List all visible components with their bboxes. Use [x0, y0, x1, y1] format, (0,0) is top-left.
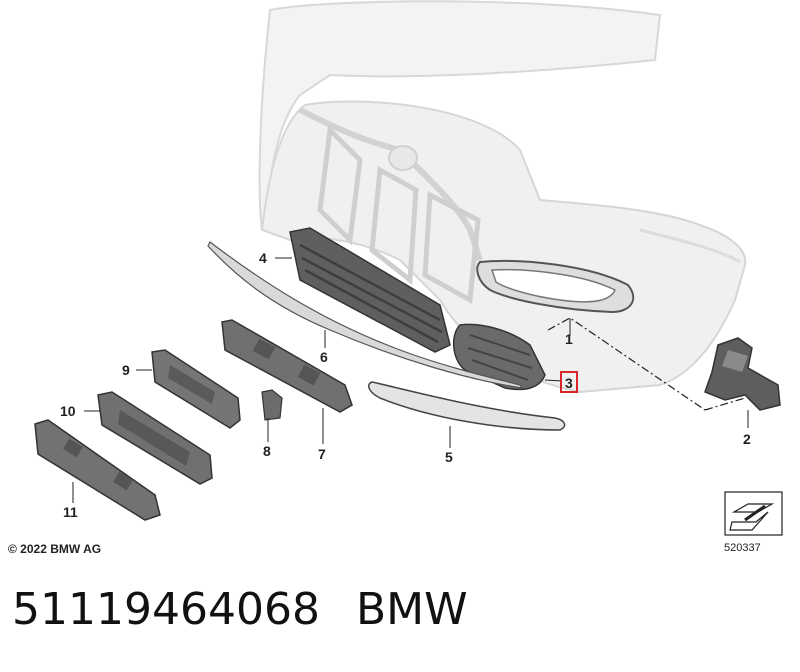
part-number: 51119464068 [12, 584, 320, 635]
copyright-notice: © 2022 BMW AG [8, 542, 102, 556]
part-11-lower-plate [34, 419, 161, 521]
callout-1[interactable]: 1 [565, 331, 573, 347]
part-4-center-grille [289, 227, 451, 353]
parts-diagram: 1 2 3 4 5 6 7 8 9 10 11 [34, 0, 783, 536]
callout-6[interactable]: 6 [320, 349, 328, 365]
assembly-link-line-2 [704, 397, 746, 411]
part-1-fog-light-trim [476, 259, 635, 314]
callout-7[interactable]: 7 [318, 446, 326, 462]
callout-9[interactable]: 9 [122, 362, 130, 378]
part-9-mount [151, 349, 241, 429]
part-6-trim-strip [207, 241, 524, 389]
part-10-mount [97, 391, 213, 485]
callout-3[interactable]: 3 [565, 375, 573, 391]
callout-3-highlight-box [560, 371, 578, 393]
part-5-chrome-trim [367, 381, 566, 431]
view-direction-icon [724, 491, 783, 536]
callout-5[interactable]: 5 [445, 449, 453, 465]
part-8-clip [261, 389, 283, 421]
callout-10[interactable]: 10 [60, 403, 76, 419]
assembly-link-line [547, 317, 706, 411]
front-bumper-outline [258, 0, 747, 394]
part-3-grille-insert [453, 323, 546, 391]
part-7-air-duct [221, 319, 353, 413]
callout-8[interactable]: 8 [263, 443, 271, 459]
brand-name: BMW [356, 584, 468, 635]
callout-11[interactable]: 11 [63, 504, 78, 520]
diagram-number: 520337 [724, 542, 761, 554]
part-2-bracket [704, 337, 781, 411]
callout-4[interactable]: 4 [259, 250, 267, 266]
leader-lines [72, 257, 749, 503]
callout-2[interactable]: 2 [743, 431, 751, 447]
